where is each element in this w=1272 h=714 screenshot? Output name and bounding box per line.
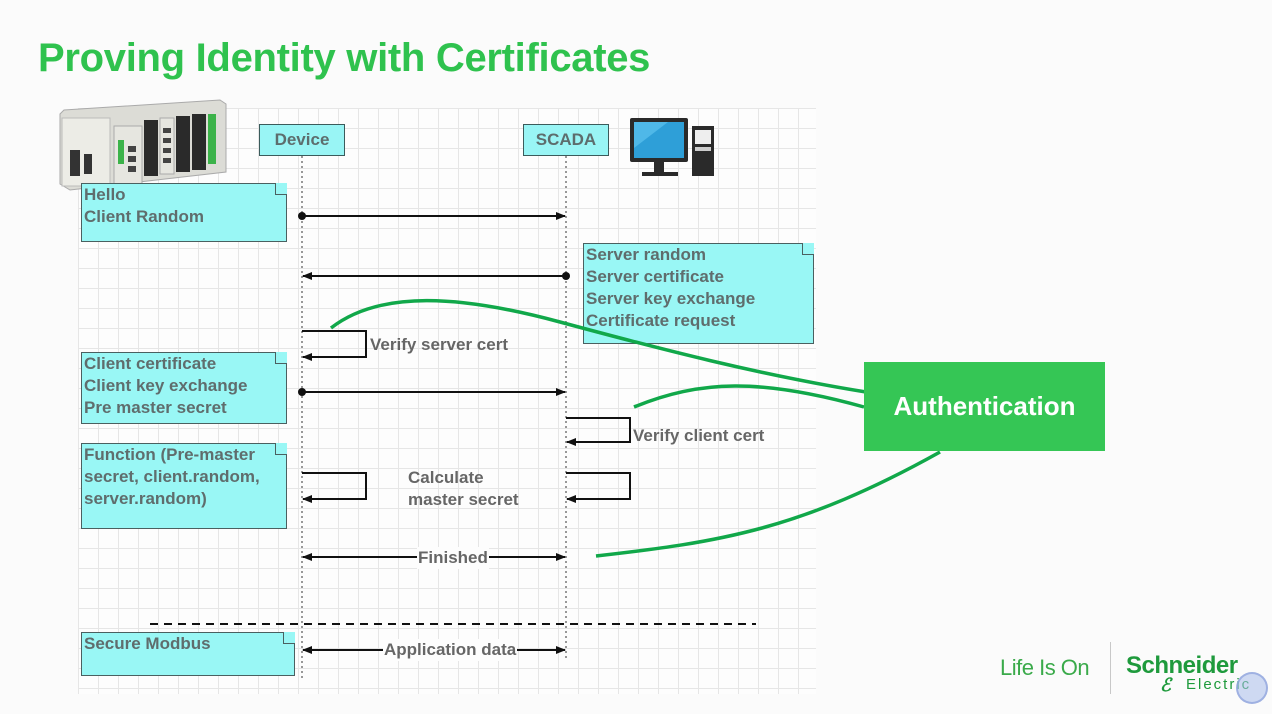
schneider-logo-subtext: Electric [1186,676,1252,693]
schneider-logo-text: Schneider [1126,652,1238,679]
note-fold-corner [275,183,287,195]
label-verify-client: Verify client cert [633,426,765,445]
desktop-computer-icon [630,118,714,176]
schneider-logo-icon: ℰ [1160,675,1171,695]
plc-rack-icon [59,99,227,191]
callout-curve-finished [595,450,941,558]
callout-curve-server [329,298,867,394]
note-fold-corner [275,352,287,364]
note-client: Client certificate Client key exchange P… [81,352,287,424]
note-fold-corner [275,443,287,455]
watermark-badge-icon [1236,672,1268,704]
label-verify-server: Verify server cert [370,335,508,354]
actor-scada: SCADA [523,124,609,156]
actor-device: Device [259,124,345,156]
life-is-on-tagline: Life Is On [1000,655,1090,680]
note-secure-modbus: Secure Modbus [81,632,295,676]
slide-title: Proving Identity with Certificates [38,36,651,80]
note-server: Server random Server certificate Server … [583,243,814,344]
self-arrow-calc-device [302,472,367,503]
self-arrow-verify-server [302,330,367,361]
note-fold-corner [283,632,295,644]
note-fold-corner [802,243,814,255]
label-app-data: Application data [383,639,518,661]
note-hello: Hello Client Random [81,183,287,242]
label-finished: Finished [417,547,489,569]
self-arrow-calc-scada [566,472,631,503]
authentication-callout: Authentication [864,362,1105,451]
label-calculate: Calculate master secret [408,468,519,509]
callout-curve-client [633,384,865,409]
self-arrow-verify-client [566,417,631,446]
note-function: Function (Pre-master secret, client.rand… [81,443,287,529]
logo-divider [1110,642,1111,694]
